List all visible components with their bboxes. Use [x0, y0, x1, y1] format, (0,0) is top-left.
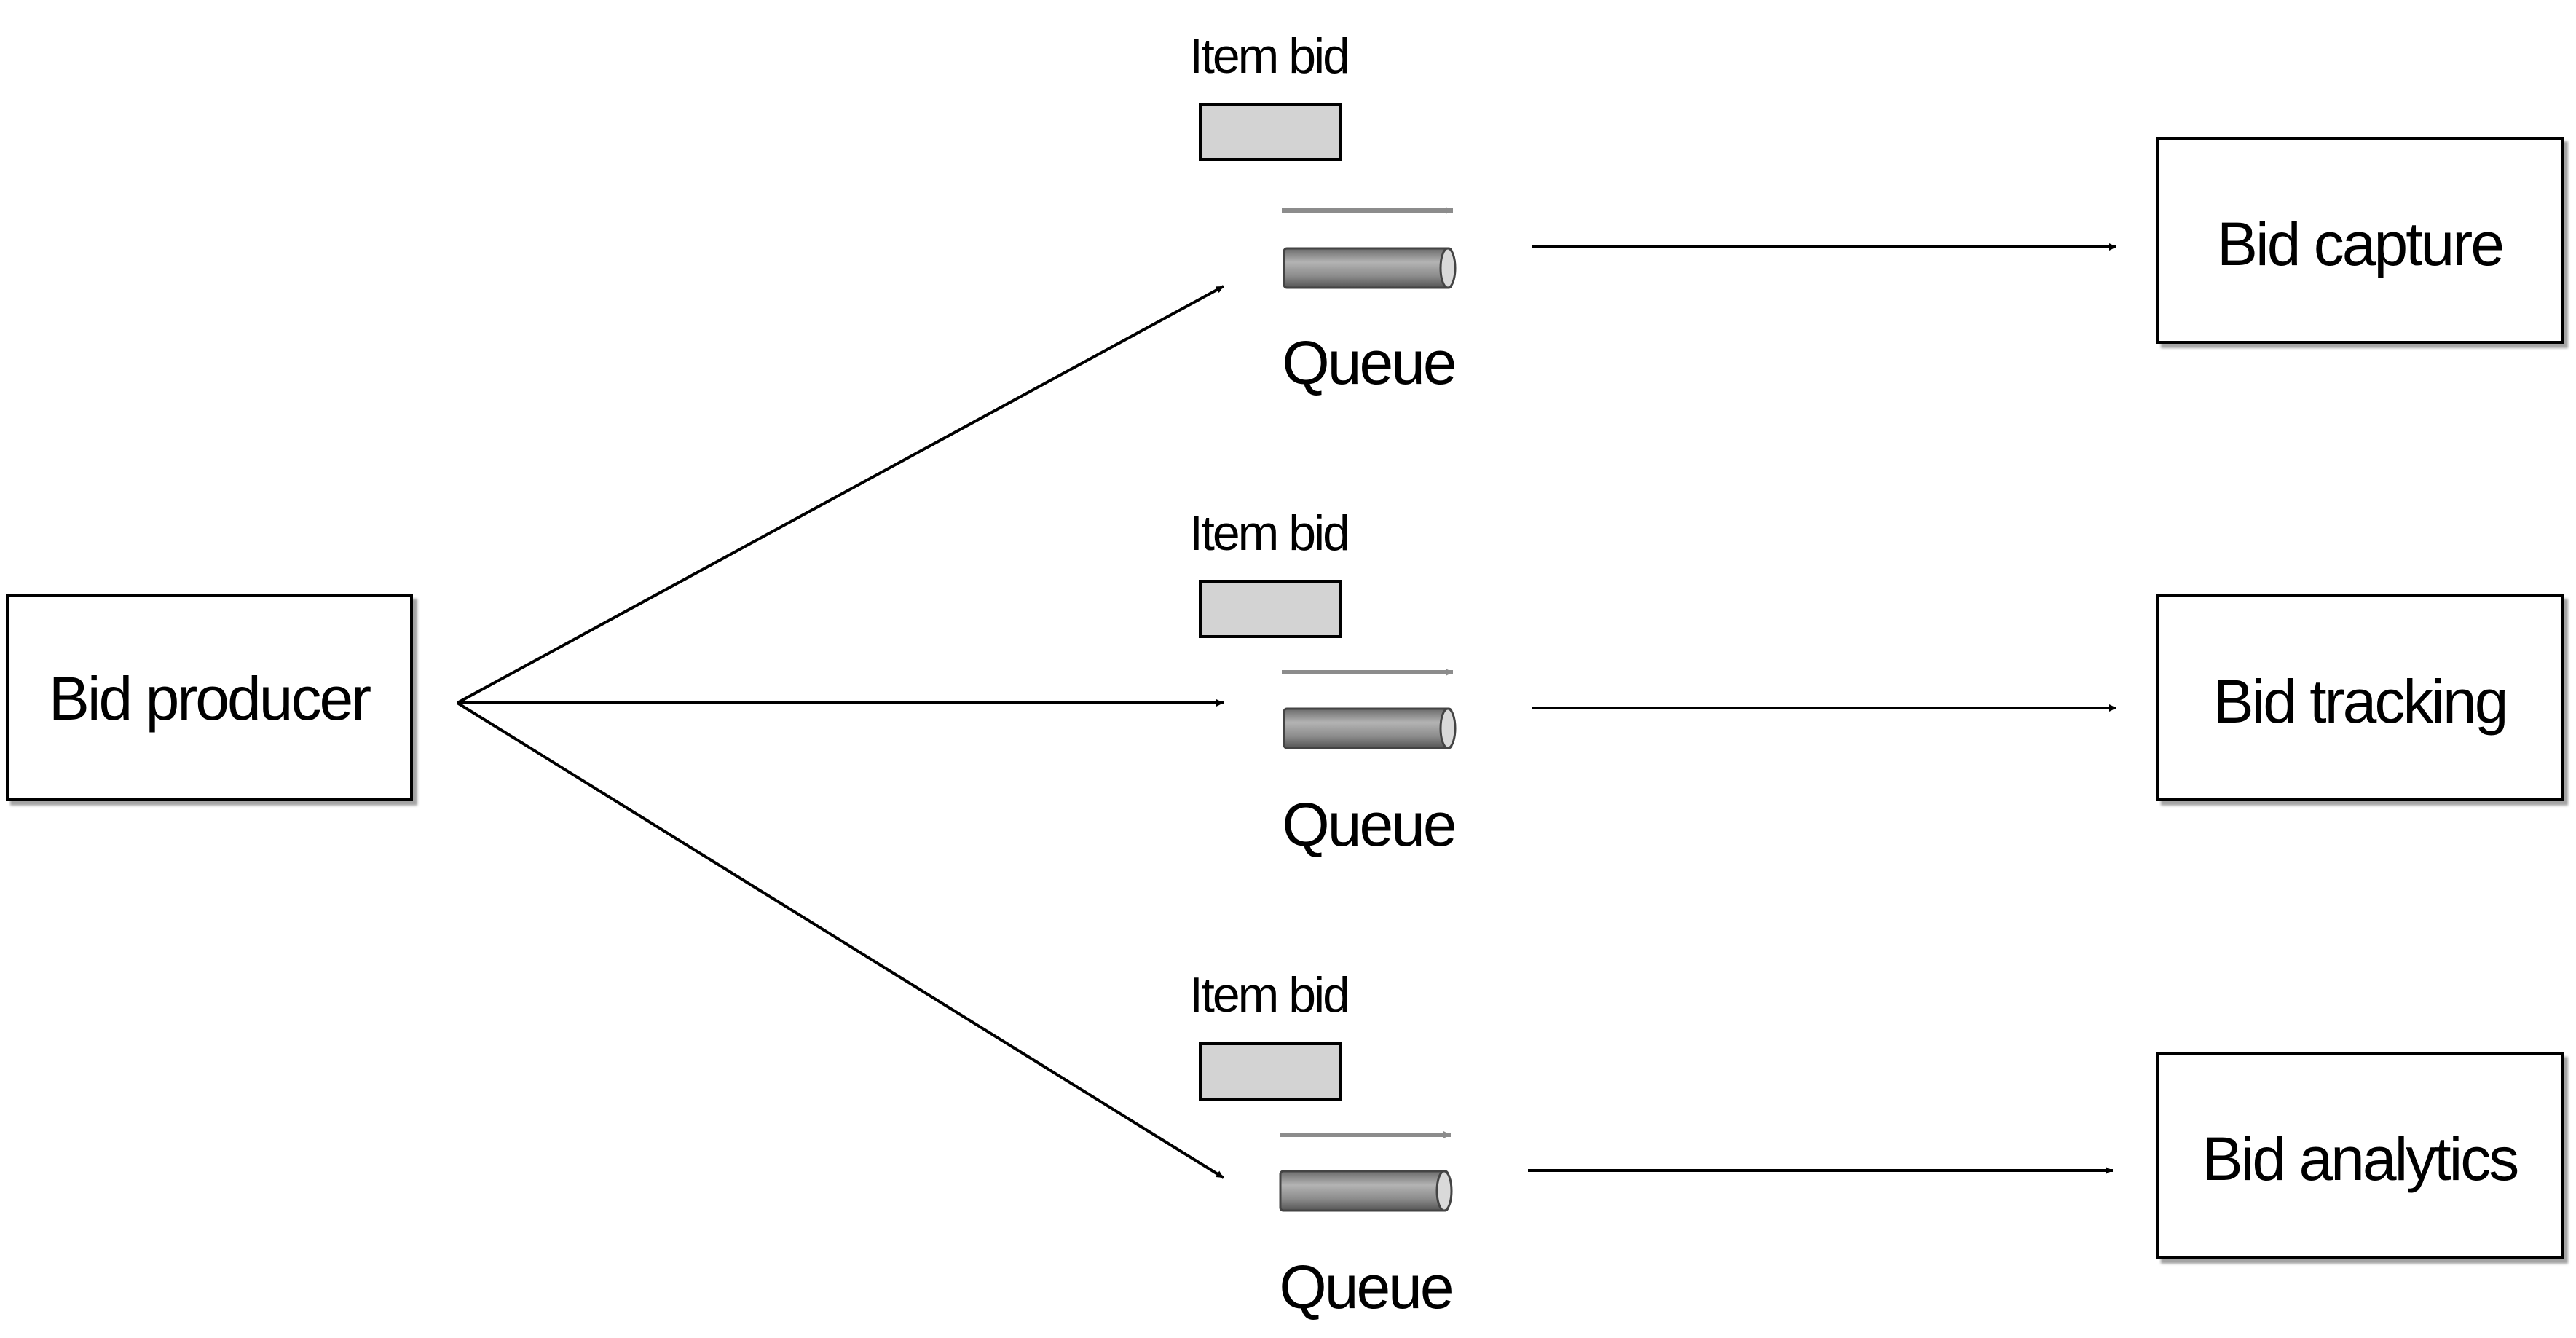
queue-cylinder-3: [1279, 1170, 1453, 1212]
item-bid-message-3: [1199, 1042, 1342, 1101]
producer-box: [6, 594, 413, 801]
consumer-label-2: Bid tracking: [2213, 667, 2507, 736]
consumer-box-2: [2156, 594, 2564, 801]
queue-cylinder-1: [1283, 247, 1457, 289]
message-label-3: Item bid: [1189, 967, 1348, 1023]
channel-2: Item bid Queue Bid tracking: [1189, 505, 2564, 859]
consumer-box-3: [2156, 1052, 2564, 1259]
message-label-2: Item bid: [1189, 505, 1348, 561]
fanout-arrows: [456, 285, 1225, 1179]
arrow-to-queue-3: [456, 701, 1225, 1179]
consumer-label-3: Bid analytics: [2202, 1125, 2518, 1193]
message-label-1: Item bid: [1189, 28, 1348, 84]
channel-3: Item bid Queue Bid analytics: [1189, 967, 2564, 1321]
channel-1: Item bid Queue Bid capture: [1189, 28, 2564, 397]
queue-label-2: Queue: [1282, 790, 1454, 859]
item-bid-message-2: [1199, 580, 1342, 638]
consumer-box-1: [2156, 137, 2564, 344]
item-bid-message-1: [1199, 103, 1342, 161]
queue-label-3: Queue: [1279, 1253, 1452, 1321]
producer-label: Bid producer: [49, 664, 371, 733]
consumer-label-1: Bid capture: [2217, 210, 2502, 278]
queue-cylinder-2: [1283, 707, 1457, 749]
queue-label-1: Queue: [1282, 328, 1454, 397]
arrow-to-queue-1: [457, 285, 1224, 704]
producer-node: Bid producer: [6, 594, 413, 801]
